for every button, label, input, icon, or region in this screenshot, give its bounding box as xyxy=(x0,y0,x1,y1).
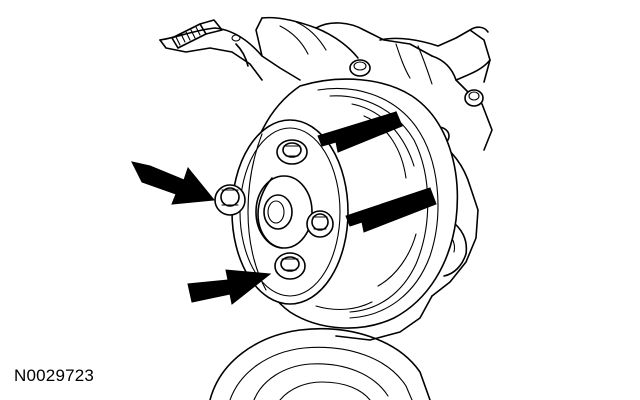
callout-arrow-right-middle xyxy=(345,187,437,233)
pulley-bolt-removed xyxy=(214,184,246,216)
housing-bolt-2 xyxy=(464,89,484,107)
housing-bolt-1 xyxy=(349,59,371,77)
callout-arrow-upper-right xyxy=(317,110,403,153)
pulley-hub xyxy=(255,175,313,249)
callout-arrow-lower-left xyxy=(187,269,272,305)
water-pump-pulley xyxy=(214,78,459,329)
top-stud xyxy=(171,19,223,49)
figure-id-label: N0029723 xyxy=(14,366,95,385)
lower-pulley xyxy=(209,328,431,400)
pulley-bolt-right xyxy=(306,210,334,238)
pulley-bolt-top xyxy=(276,139,308,165)
callout-arrow-left xyxy=(131,161,215,205)
pulley-bolt-bottom xyxy=(274,252,306,280)
